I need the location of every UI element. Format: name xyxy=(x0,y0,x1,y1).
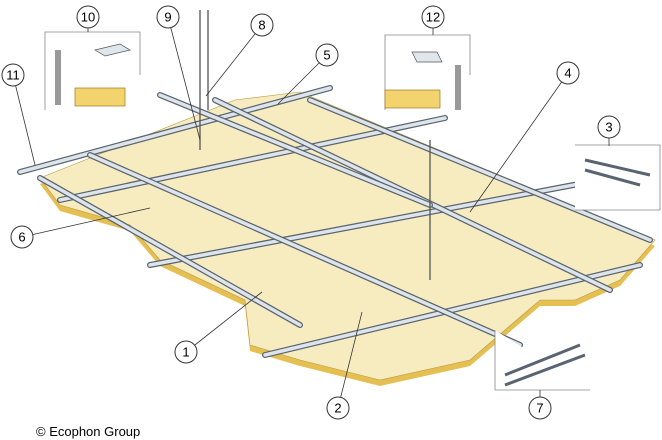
callout-circle xyxy=(528,396,552,420)
callout-circle xyxy=(156,5,180,29)
callout-circle xyxy=(10,225,34,249)
callout-6: 6 xyxy=(10,225,34,249)
callout-8: 8 xyxy=(250,13,274,37)
main-rail-face xyxy=(18,86,332,174)
callout-11: 11 xyxy=(1,63,25,87)
callout-number: 2 xyxy=(334,401,341,416)
callout-circle xyxy=(421,5,445,29)
callout-2: 2 xyxy=(326,396,350,420)
callout-number: 3 xyxy=(605,120,612,135)
leader-line xyxy=(185,291,263,353)
callout-circle xyxy=(76,5,100,29)
cross-tee-face xyxy=(38,176,302,327)
callout-number: 12 xyxy=(426,10,440,25)
leader-line xyxy=(12,74,36,166)
callout-circle xyxy=(315,43,339,67)
grid-rails xyxy=(17,85,653,358)
callout-number: 8 xyxy=(258,18,265,33)
copyright-text: © Ecophon Group xyxy=(36,424,141,439)
cross-tee-face xyxy=(308,98,652,242)
callout-number: 1 xyxy=(182,345,189,360)
leader-line xyxy=(277,54,328,105)
inset-details xyxy=(55,43,651,387)
callout-circle xyxy=(1,63,25,87)
callout-number: 5 xyxy=(323,48,330,63)
cross-tee-face xyxy=(158,93,432,207)
callout-7: 7 xyxy=(528,396,552,420)
cross-tee-face xyxy=(88,153,522,347)
leader-line xyxy=(21,207,151,238)
leader-line xyxy=(337,311,363,409)
callout-5: 5 xyxy=(315,43,339,67)
leader-line xyxy=(205,24,263,97)
callout-4: 4 xyxy=(556,61,580,85)
callout-circle xyxy=(326,396,350,420)
callout-number: 9 xyxy=(164,10,171,25)
callout-9: 9 xyxy=(156,5,180,29)
leader-line xyxy=(167,16,201,141)
callout-number: 4 xyxy=(564,66,571,81)
callout-10: 10 xyxy=(76,5,100,29)
callout-circle xyxy=(597,115,621,139)
callout-1: 1 xyxy=(174,340,198,364)
callout-12: 12 xyxy=(421,5,445,29)
cross-rail-face xyxy=(263,263,642,357)
callout-number: 11 xyxy=(6,68,20,83)
callout-circle xyxy=(556,61,580,85)
callout-number: 10 xyxy=(81,10,95,25)
callout-circle xyxy=(250,13,274,37)
callout-3: 3 xyxy=(597,115,621,139)
callout-number: 7 xyxy=(536,401,543,416)
cross-rail-face xyxy=(148,178,602,267)
callout-number: 6 xyxy=(18,230,25,245)
callout-circle xyxy=(174,340,198,364)
leader-line xyxy=(469,72,569,213)
